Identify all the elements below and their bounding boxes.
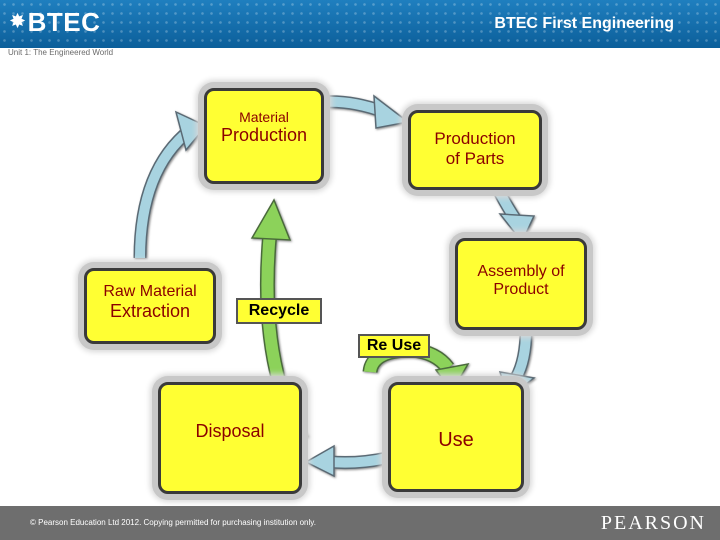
recycle-label: Recycle	[236, 298, 322, 324]
brand-text: BTEC	[27, 7, 101, 37]
material-production-line1: Material	[239, 109, 289, 125]
course-title: BTEC First Engineering	[494, 15, 674, 32]
pearson-logo: PEARSON	[600, 512, 706, 534]
assembly-of-product-box: Assembly of Product	[455, 238, 587, 330]
assembly-line2: Product	[493, 281, 549, 298]
copyright-text: © Pearson Education Ltd 2012. Copying pe…	[30, 518, 316, 527]
unit-title: Unit 1: The Engineered World	[8, 48, 114, 57]
btec-logo: ✸BTEC	[10, 7, 100, 38]
production-of-parts-line1: Production	[434, 129, 516, 148]
arrow-parts-to-assembly	[494, 189, 536, 244]
disposal-label: Disposal	[195, 420, 265, 441]
assembly-line1: Assembly of	[477, 263, 565, 280]
arrow-raw-to-production	[133, 110, 208, 259]
arrow-production-to-parts	[321, 94, 410, 129]
use-label: Use	[438, 428, 474, 451]
re-use-label: Re Use	[358, 334, 430, 358]
use-box: Use	[388, 382, 524, 492]
material-production-line2: Production	[220, 125, 308, 145]
raw-material-extraction-box: Raw Material Extraction	[84, 268, 216, 344]
header-bar: ✸BTEC BTEC First Engineering	[0, 0, 720, 48]
raw-material-line1: Raw Material	[103, 283, 197, 300]
header-pattern	[0, 0, 720, 48]
star-icon: ✸	[10, 11, 26, 31]
raw-material-line2: Extraction	[109, 301, 191, 321]
production-of-parts-line2: of Parts	[445, 149, 505, 168]
disposal-box: Disposal	[158, 382, 302, 494]
footer-bar: © Pearson Education Ltd 2012. Copying pe…	[0, 506, 720, 540]
material-production-box: Material Production	[204, 88, 324, 184]
production-of-parts-box: Production of Parts	[408, 110, 542, 190]
